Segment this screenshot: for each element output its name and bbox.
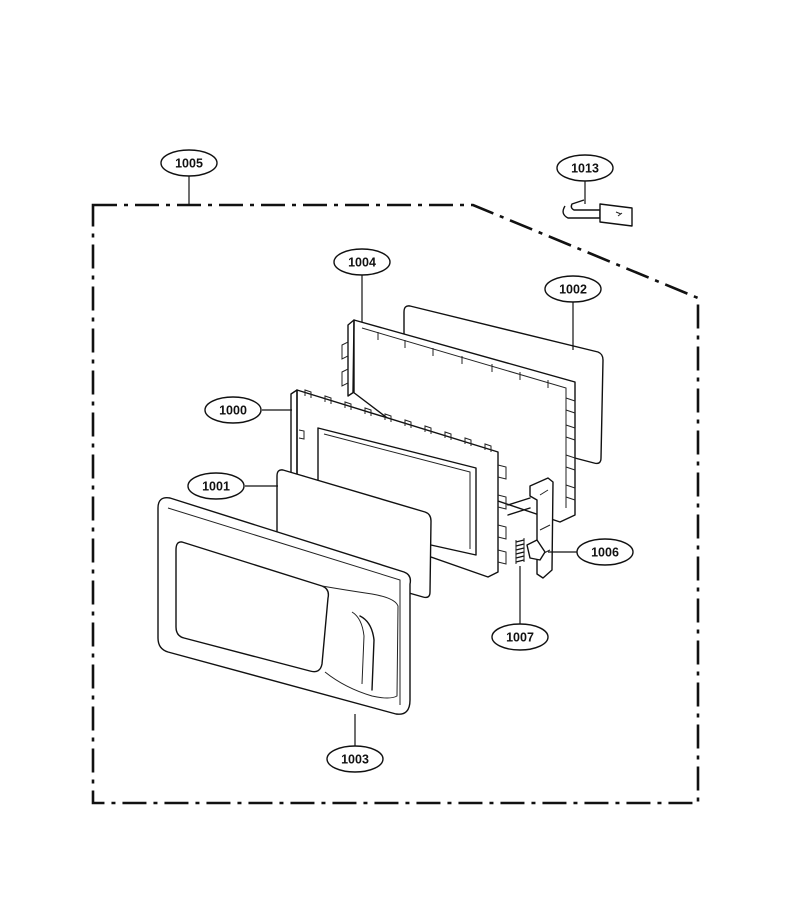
part-1003-door-frame — [157, 497, 412, 715]
callout-1001-label: 1001 — [202, 480, 230, 494]
callout-1005: 1005 — [160, 149, 218, 177]
callout-1007-label: 1007 — [506, 631, 534, 645]
callout-1003: 1003 — [326, 745, 384, 773]
assembly-boundary — [91, 203, 700, 805]
callout-1005-label: 1005 — [175, 157, 203, 171]
part-1004-frame — [341, 319, 576, 523]
part-1013-bracket — [562, 199, 633, 227]
callout-1006: 1006 — [576, 538, 634, 566]
leader-lines — [188, 176, 586, 746]
part-1007-spring — [515, 538, 525, 564]
callout-1000: 1000 — [204, 396, 262, 424]
callout-1004-label: 1004 — [348, 256, 376, 270]
callout-1000-label: 1000 — [219, 404, 247, 418]
callout-1002-label: 1002 — [559, 283, 587, 297]
callout-1006-label: 1006 — [591, 546, 619, 560]
callout-1003-label: 1003 — [341, 753, 369, 767]
callout-1004: 1004 — [333, 248, 391, 276]
callout-1013-label: 1013 — [571, 162, 599, 176]
callout-1002: 1002 — [544, 275, 602, 303]
callout-1001: 1001 — [187, 472, 245, 500]
callout-1013: 1013 — [556, 154, 614, 182]
part-1006-latch — [507, 477, 554, 579]
callout-1007: 1007 — [491, 623, 549, 651]
